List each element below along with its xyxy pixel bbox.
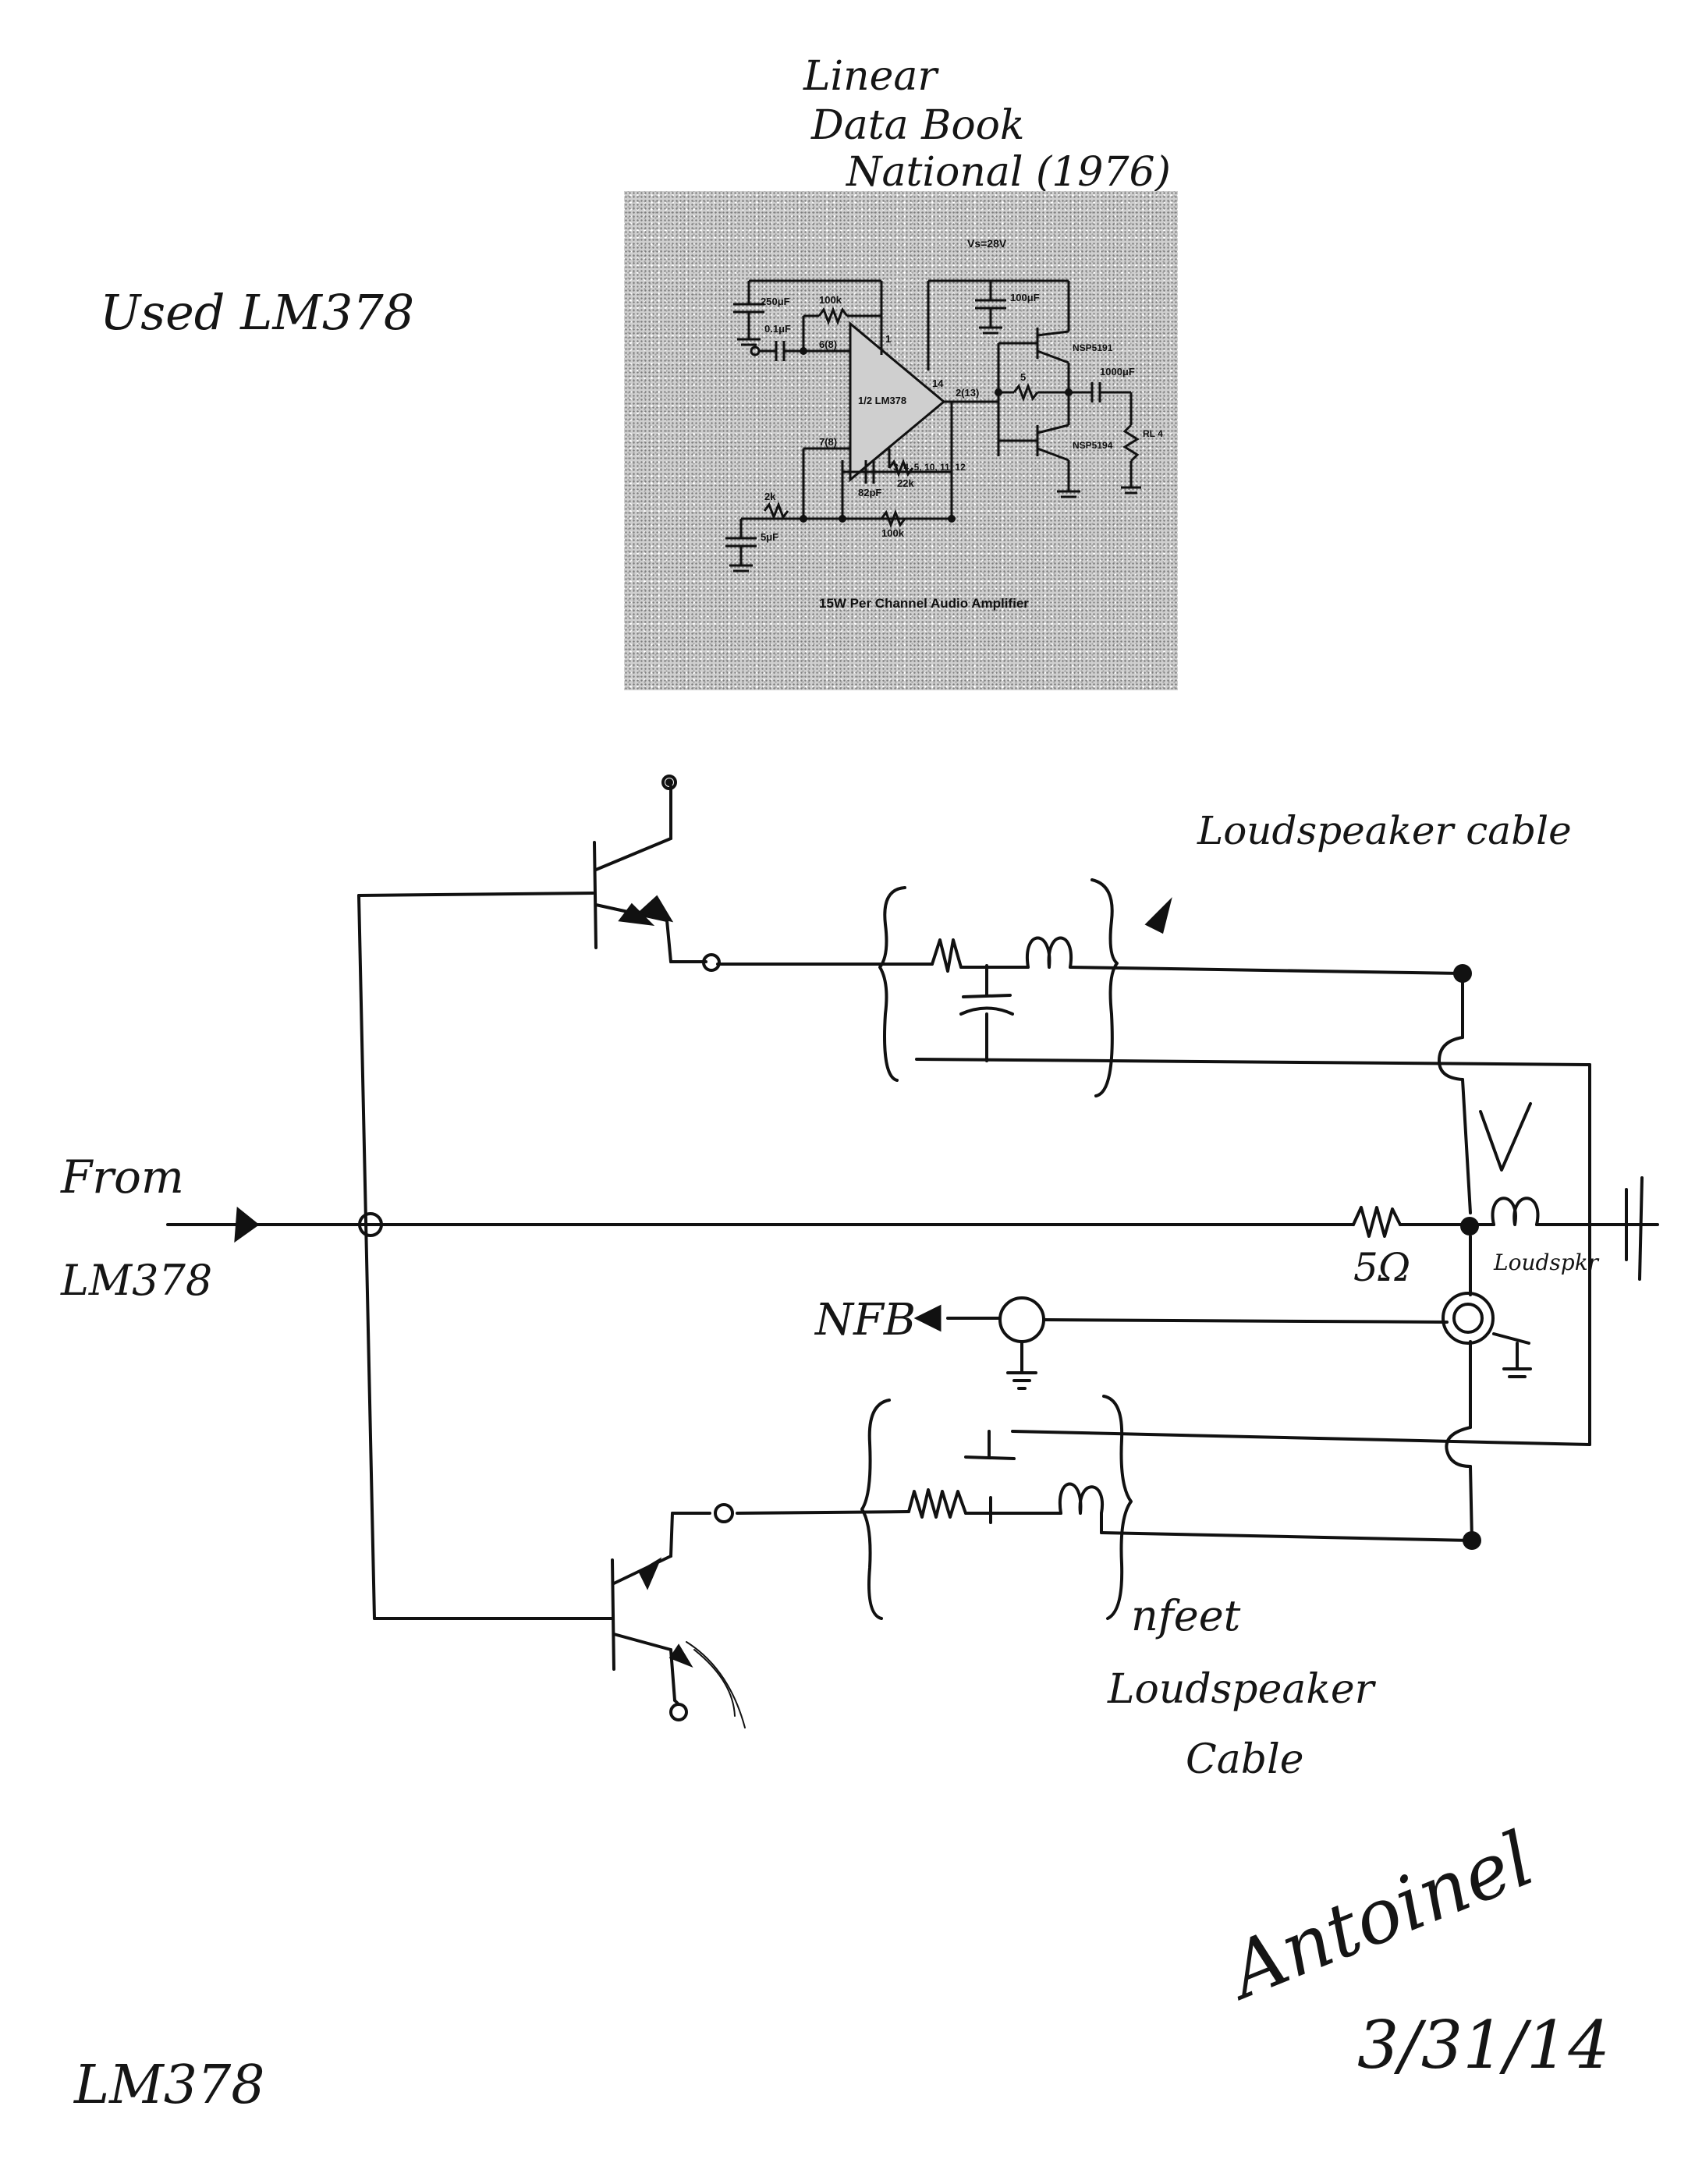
label-pin1: 1 bbox=[885, 333, 892, 345]
label-r100k-bottom: 100k bbox=[881, 527, 904, 539]
cable-bottom-line3: Cable bbox=[1186, 1736, 1304, 1783]
supply-label: Vs=28V bbox=[967, 237, 1007, 250]
label-pin2: 2(13) bbox=[956, 387, 980, 399]
label-r5: 5 bbox=[1020, 371, 1027, 383]
signature-date: 3/31/14 bbox=[1357, 2007, 1610, 2083]
cable-bottom-line2: Loudspeaker bbox=[1108, 1666, 1374, 1713]
header-line-1: Linear bbox=[803, 53, 938, 100]
datasheet-schematic bbox=[725, 279, 1141, 573]
cable-top-label: Loudspeaker cable bbox=[1197, 808, 1572, 853]
label-c5: 5μF bbox=[761, 531, 779, 543]
datasheet-figure: Vs=28V 250μF 100k 0.1μF 6(8) 1 1/2 LM378… bbox=[624, 191, 1178, 690]
cable-bottom-line1: nfeet bbox=[1131, 1591, 1241, 1640]
label-pin14: 14 bbox=[932, 378, 944, 389]
label-rl: RL 4 bbox=[1143, 428, 1163, 439]
label-q-bottom: NSP5194 bbox=[1073, 440, 1113, 451]
resistor-label: 5Ω bbox=[1353, 1245, 1411, 1290]
label-gnd-pins: 3, 4, 5, 10, 11, 12 bbox=[893, 462, 966, 473]
label-r22: 22k bbox=[897, 477, 914, 489]
header-line-3: National (1976) bbox=[846, 149, 1171, 196]
label-c1000: 1000μF bbox=[1100, 366, 1135, 378]
nfb-label: NFB bbox=[815, 1295, 917, 1346]
datasheet-caption: 15W Per Channel Audio Amplifier bbox=[819, 596, 1029, 611]
label-r100k-top: 100k bbox=[819, 294, 842, 306]
label-c82: 82pF bbox=[858, 487, 882, 498]
footer-note: LM378 bbox=[74, 2055, 265, 2116]
from-label: From bbox=[61, 1150, 184, 1204]
header-line-2: Data Book bbox=[811, 102, 1025, 149]
label-r2k: 2k bbox=[764, 491, 776, 502]
label-c250: 250μF bbox=[761, 296, 790, 307]
label-c100: 100μF bbox=[1010, 292, 1040, 303]
speaker-label: Loudspkr bbox=[1494, 1250, 1599, 1275]
label-q-top: NSP5191 bbox=[1073, 342, 1113, 353]
label-opamp: 1/2 LM378 bbox=[858, 395, 907, 406]
side-note: Used LM378 bbox=[100, 284, 415, 341]
signature-name: Antoinel bbox=[1218, 1814, 1545, 2016]
label-pin7: 7(8) bbox=[819, 436, 838, 448]
label-pin6: 6(8) bbox=[819, 339, 838, 350]
lm-label: LM378 bbox=[61, 1256, 213, 1305]
label-c01: 0.1μF bbox=[764, 323, 791, 335]
